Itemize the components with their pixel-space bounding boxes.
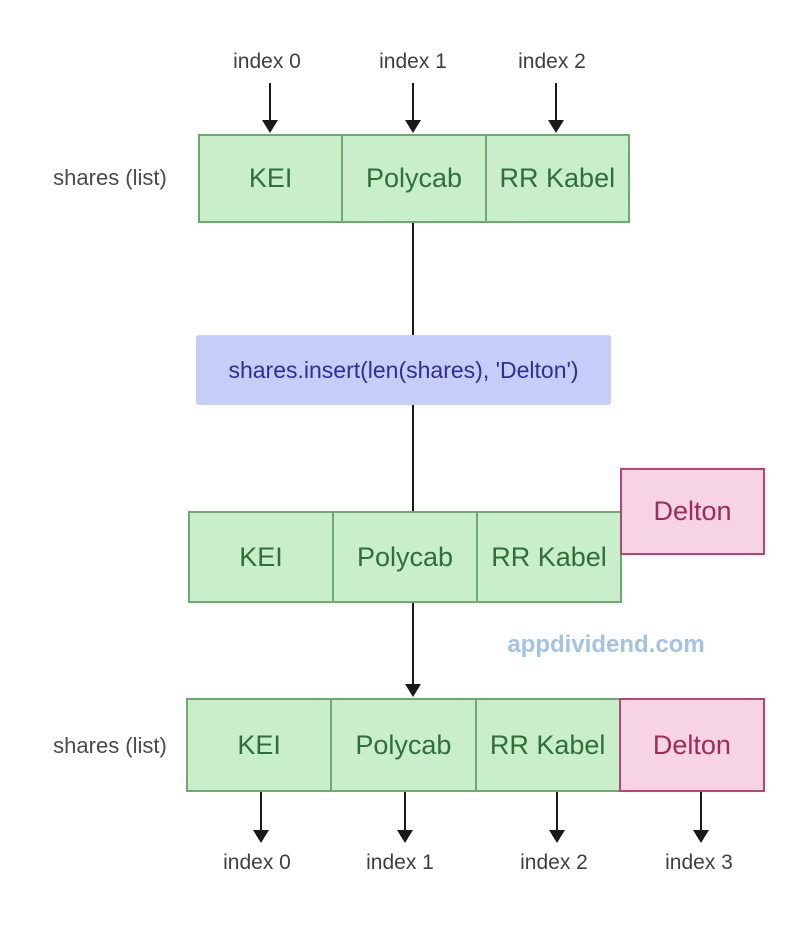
insert-code-box: shares.insert(len(shares), 'Delton') — [196, 335, 611, 405]
connector-middle-to-bottom-arrow — [412, 603, 414, 685]
bottom-list-cell-delton: Delton — [618, 698, 765, 792]
bottom-list-cell-rr-kabel: RR Kabel — [474, 698, 621, 792]
top-shares-list-label: shares (list) — [53, 165, 167, 190]
top-arrow-index-2 — [555, 83, 557, 121]
watermark-text: appdividend.com — [507, 631, 705, 658]
bottom-arrow-index-3 — [700, 792, 702, 831]
middle-list-cell-kei: KEI — [188, 511, 334, 603]
bottom-index-label-1: index 1 — [366, 851, 434, 874]
bottom-list-cell-kei: KEI — [186, 698, 333, 792]
top-index-label-0: index 0 — [233, 50, 301, 73]
inserted-delton-box: Delton — [620, 468, 765, 555]
middle-list: KEI Polycab RR Kabel — [188, 511, 622, 603]
top-list-cell-rr-kabel: RR Kabel — [484, 134, 630, 223]
top-index-label-1: index 1 — [379, 50, 447, 73]
bottom-list: KEI Polycab RR Kabel Delton — [186, 698, 765, 792]
bottom-list-cell-polycab: Polycab — [330, 698, 477, 792]
bottom-index-label-3: index 3 — [665, 851, 733, 874]
connector-top-to-code — [412, 223, 414, 335]
top-list: KEI Polycab RR Kabel — [198, 134, 630, 223]
middle-list-cell-polycab: Polycab — [332, 511, 478, 603]
top-index-label-2: index 2 — [518, 50, 586, 73]
bottom-arrow-index-1 — [404, 792, 406, 831]
top-arrow-index-1 — [412, 83, 414, 121]
bottom-arrow-index-0 — [260, 792, 262, 831]
top-list-cell-polycab: Polycab — [341, 134, 487, 223]
bottom-index-label-0: index 0 — [223, 851, 291, 874]
connector-code-to-middle — [412, 405, 414, 511]
bottom-index-label-2: index 2 — [520, 851, 588, 874]
middle-list-cell-rr-kabel: RR Kabel — [476, 511, 622, 603]
top-arrow-index-0 — [269, 83, 271, 121]
bottom-arrow-index-2 — [556, 792, 558, 831]
bottom-shares-list-label: shares (list) — [53, 733, 167, 758]
top-list-cell-kei: KEI — [198, 134, 344, 223]
